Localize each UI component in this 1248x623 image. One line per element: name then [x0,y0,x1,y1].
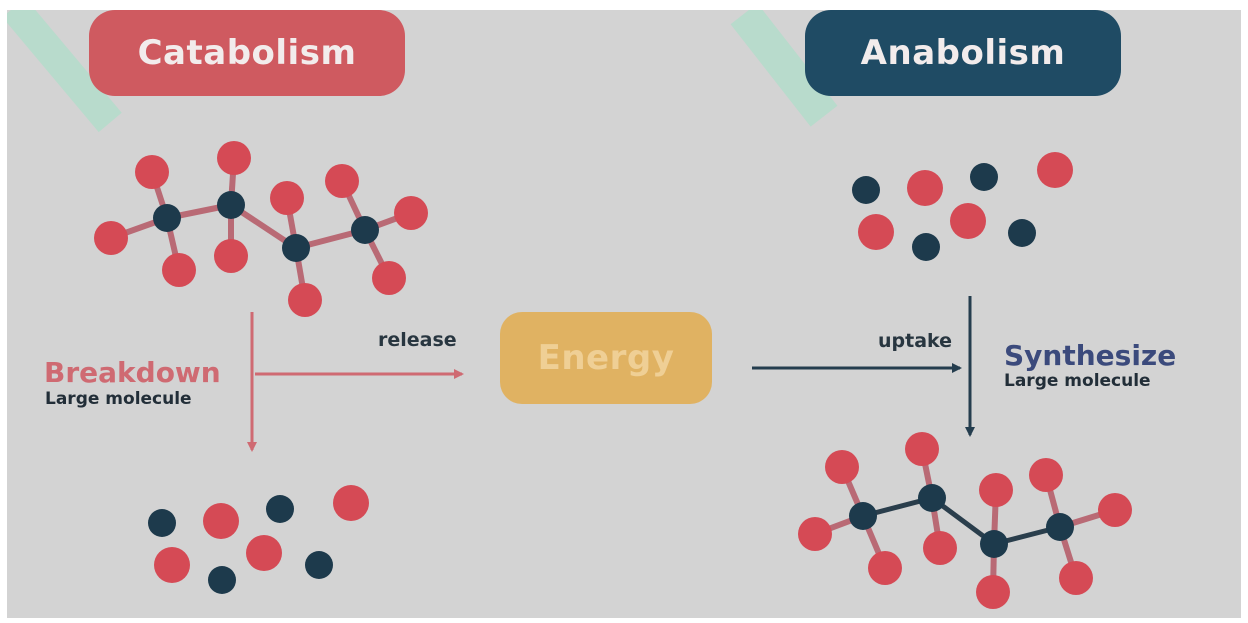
energy-label: Energy [500,312,712,404]
synthesize-label: Synthesize [1004,339,1177,372]
catabolism-small-molecules [148,485,369,594]
uptake-label: uptake [878,330,953,352]
synthesize-sublabel: Large molecule [1004,371,1151,391]
anabolism-title: Anabolism [805,10,1121,96]
catabolism-title: Catabolism [89,10,405,96]
release-label: release [378,329,457,351]
anabolism-large-molecule [798,432,1132,609]
breakdown-label: Breakdown [44,356,221,389]
anabolism-small-molecules [852,152,1073,261]
catabolism-large-molecule [94,141,428,317]
breakdown-sublabel: Large molecule [45,389,192,409]
breakdown-arrows [247,312,464,452]
synthesis-arrows [752,296,975,437]
